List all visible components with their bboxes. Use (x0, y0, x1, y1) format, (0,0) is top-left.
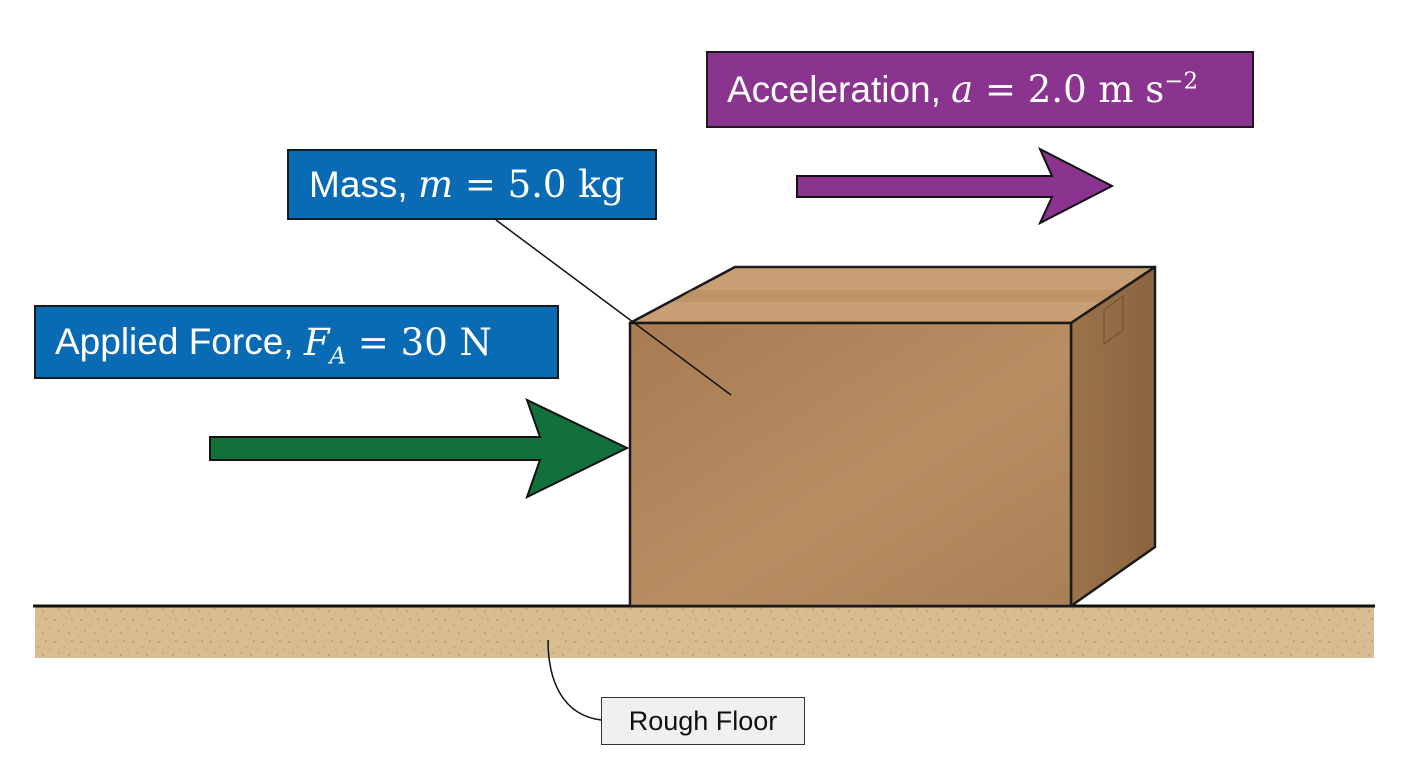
acceleration-label-equation: a = 2.0 m s−2 (951, 68, 1199, 111)
mass-label: Mass, m = 5.0 kg (287, 149, 657, 220)
mass-symbol: m (417, 163, 454, 206)
mass-label-name: Mass (309, 163, 398, 205)
mass-value: 5.0 (507, 163, 567, 206)
box-tape-flap (1103, 295, 1124, 345)
acceleration-arrow-icon (796, 146, 1115, 226)
floor-leader-line (547, 639, 602, 721)
force-symbol: F (303, 320, 330, 364)
floor-texture (35, 607, 1374, 658)
applied-force-arrow-icon (209, 398, 630, 499)
acceleration-symbol: a (951, 68, 974, 111)
rough-floor-label: Rough Floor (601, 697, 805, 745)
mass-leader-line (495, 219, 732, 396)
box-side-face (1069, 265, 1157, 608)
acceleration-label-comma: , (930, 68, 952, 110)
mass-label-comma: , (397, 163, 418, 205)
acceleration-label-name: Acceleration (727, 68, 931, 110)
box-top-tape (674, 290, 1140, 302)
acceleration-unit-exponent: −2 (1164, 68, 1199, 95)
force-value: 30 (400, 320, 448, 364)
box-icon (628, 265, 1157, 608)
box-front-face (628, 321, 1073, 608)
force-label-comma: , (283, 321, 304, 362)
mass-label-equation: m = 5.0 kg (417, 163, 625, 206)
acceleration-label: Acceleration, a = 2.0 m s−2 (706, 51, 1254, 128)
acceleration-unit: m s (1098, 68, 1165, 111)
force-label-equation: FA = 30 N (303, 320, 492, 369)
force-unit: N (459, 320, 492, 364)
acceleration-value: 2.0 (1027, 68, 1087, 111)
applied-force-label: Applied Force, FA = 30 N (34, 305, 559, 379)
mass-unit: kg (578, 163, 625, 206)
force-subscript: A (329, 342, 347, 369)
force-label-name: Applied Force (55, 321, 284, 362)
rough-floor (33, 604, 1375, 658)
